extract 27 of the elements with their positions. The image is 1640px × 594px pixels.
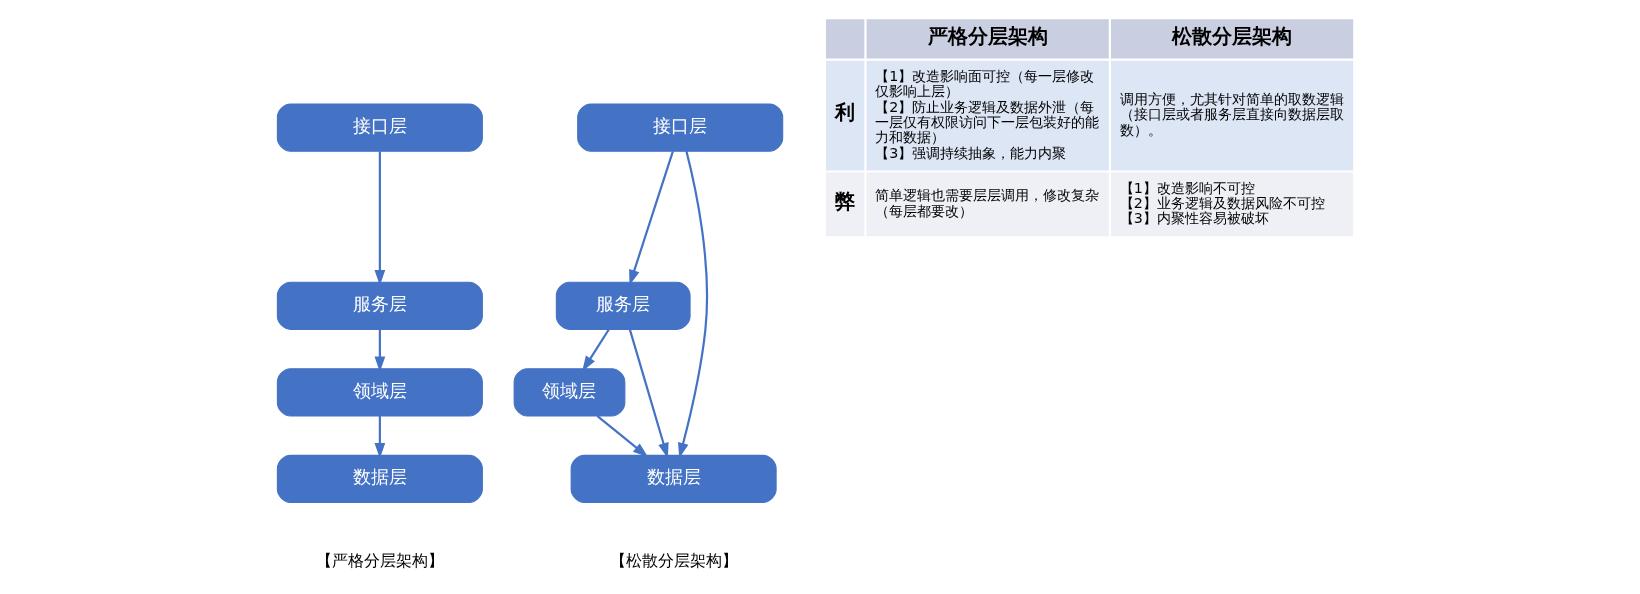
arrow [374, 329, 385, 372]
label: 【3】强调持续抽象，能力内聚 [874, 144, 1066, 161]
label: 利 [834, 101, 855, 125]
label: 【2】防止业务逻辑及数据外泄（每一层仅有权限访问下一层包装好的能力和数据） [874, 98, 1099, 146]
arrow [628, 151, 674, 286]
node-box: 领域层 [276, 368, 483, 417]
label: 【1】改造影响不可控 [1119, 179, 1255, 196]
arrow [596, 415, 648, 458]
node-box: 接口层 [276, 103, 483, 152]
label: 【严格分层架构】 [315, 550, 444, 570]
node-box: 接口层 [576, 103, 783, 152]
label: 简单逻辑也需要层层调用，修改复杂（每层都要改） [874, 187, 1099, 219]
node-box: 服务层 [276, 281, 483, 330]
arrow [374, 151, 385, 286]
label: 【3】内聚性容易被破坏 [1119, 210, 1269, 227]
label: 严格分层架构 [927, 24, 1048, 48]
node-box: 服务层 [555, 281, 691, 330]
label: 【松散分层架构】 [609, 550, 738, 570]
label: 弊 [834, 190, 855, 214]
node-box: 数据层 [276, 454, 483, 504]
label: 松散分层架构 [1171, 24, 1292, 48]
node-box: 领域层 [513, 368, 625, 417]
label: 【2】业务逻辑及数据风险不可控 [1119, 195, 1325, 212]
node-box: 数据层 [570, 454, 777, 504]
label: 【1】改造影响面可控（每一层修改仅影响上层） [874, 67, 1094, 100]
arrow [581, 328, 610, 372]
label: 调用方便，尤其针对简单的取数逻辑（接口层或者服务层直接向数据层取数）。 [1119, 90, 1344, 138]
